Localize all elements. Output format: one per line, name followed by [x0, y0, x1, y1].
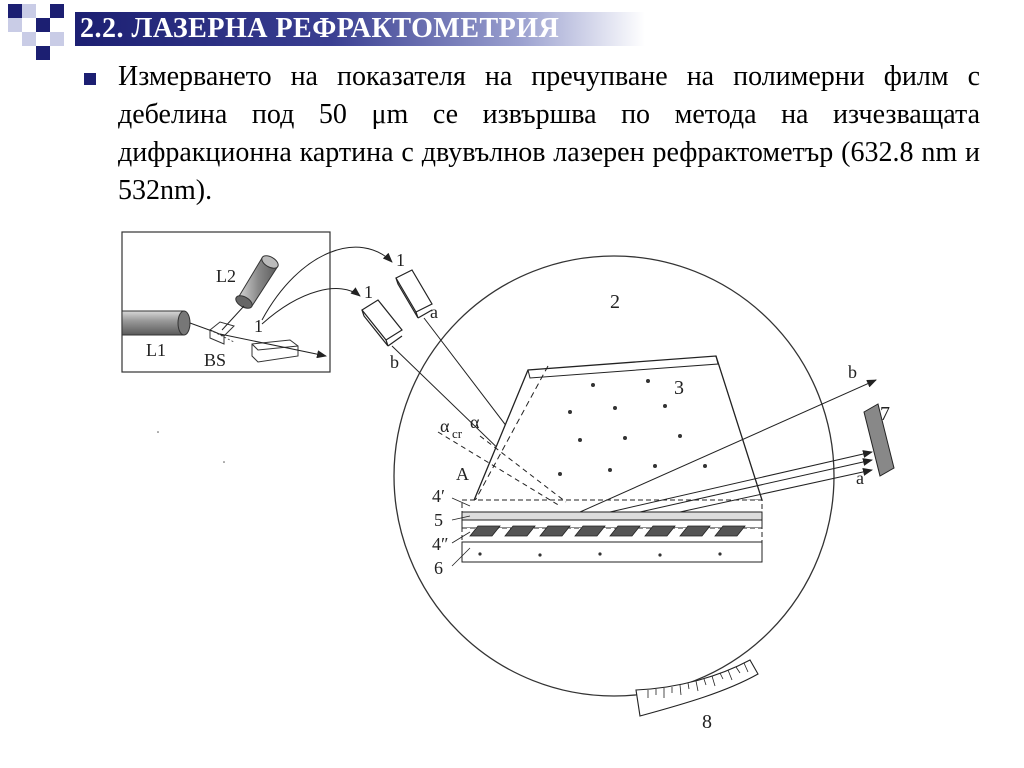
bullet-square-icon	[84, 73, 96, 85]
slide-title: 2.2. ЛАЗЕРНА РЕФРАКТОМЕТРИЯ	[80, 13, 560, 44]
label-2: 2	[610, 291, 620, 313]
title-bar	[75, 12, 645, 46]
prism	[469, 355, 763, 511]
beam-splitter-icon	[209, 321, 235, 345]
label-5: 5	[434, 510, 443, 530]
corner-square-6	[22, 32, 36, 46]
label-3: 3	[674, 377, 684, 399]
label-a-right: a	[856, 468, 864, 488]
body-paragraph: Измерването на показателя на пречупване …	[118, 61, 980, 206]
detector-b-icon	[361, 299, 403, 347]
angle-scale-8-icon	[635, 659, 759, 717]
label-6: 6	[434, 558, 443, 578]
corner-square-5	[36, 18, 50, 32]
label-alpha-cr: α	[440, 416, 450, 436]
inset-frame	[121, 231, 331, 373]
layer-stack	[461, 499, 763, 563]
label-b-top: b	[390, 352, 399, 372]
corner-square-8	[36, 46, 50, 60]
label-4-dprime: 4″	[432, 534, 449, 554]
label-4-prime: 4′	[432, 486, 445, 506]
corner-square-7	[50, 32, 64, 46]
label-alpha-cr-sub: cr	[452, 426, 463, 441]
corner-square-1	[8, 4, 22, 18]
label-bs: BS	[204, 350, 226, 370]
label-b-right: b	[848, 362, 857, 382]
label-1-mid: 1	[364, 282, 373, 302]
label-alpha: α	[470, 412, 480, 432]
label-1-inset: 1	[254, 316, 263, 336]
screen-7-icon	[863, 403, 895, 477]
label-7: 7	[880, 403, 890, 425]
laser-l2-icon	[235, 255, 279, 309]
label-l1: L1	[146, 340, 166, 360]
laser-l1-icon	[121, 310, 191, 336]
corner-square-4	[8, 18, 22, 32]
detector-block-icon	[251, 339, 299, 363]
detector-a-icon	[395, 269, 433, 319]
label-l2: L2	[216, 266, 236, 286]
label-A: A	[456, 464, 469, 484]
goniometer-circle	[393, 255, 835, 697]
label-8: 8	[702, 711, 712, 733]
label-a-top: a	[430, 302, 438, 322]
corner-square-3	[50, 4, 64, 18]
corner-square-2	[22, 4, 36, 18]
label-1-top: 1	[396, 250, 405, 270]
